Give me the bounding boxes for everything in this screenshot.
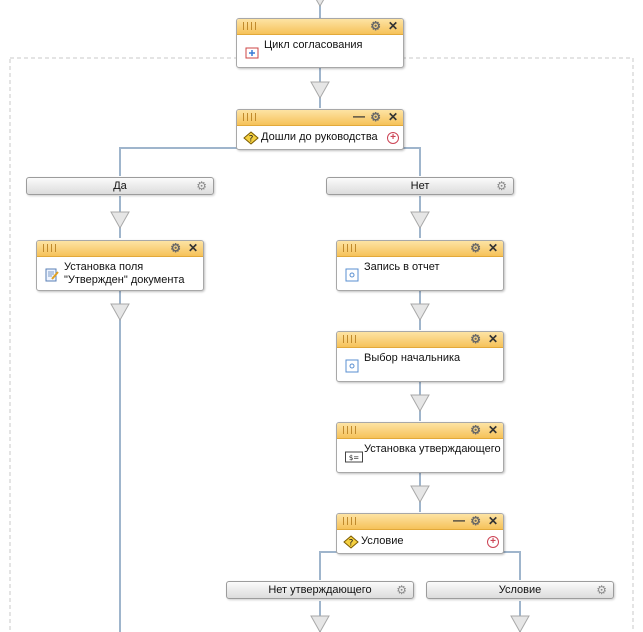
- action-icon: [345, 268, 359, 282]
- add-branch-icon[interactable]: +: [387, 132, 399, 144]
- gear-icon[interactable]: ⚙: [496, 179, 507, 193]
- block-set-field[interactable]: ⚙ ✕ Установка поля "Утвержден" документа: [36, 240, 204, 291]
- block-header[interactable]: ⚙ ✕: [337, 332, 503, 348]
- svg-text:$=: $=: [349, 454, 359, 462]
- arrow-marker: [110, 303, 130, 322]
- gear-icon[interactable]: ⚙: [470, 332, 481, 346]
- branch-no-approver[interactable]: Нет утверждающего ⚙: [226, 581, 414, 599]
- block-report-entry[interactable]: ⚙ ✕ Запись в отчет: [336, 240, 504, 291]
- gear-icon[interactable]: ⚙: [596, 583, 607, 597]
- arrow-marker: [310, 81, 330, 100]
- branch-no[interactable]: Нет ⚙: [326, 177, 514, 195]
- branch-label: Условие: [498, 584, 542, 596]
- arrow-marker: [410, 394, 430, 413]
- block-label: Дошли до руководства: [261, 131, 378, 143]
- block-label-line1: Установка поля: [64, 261, 144, 273]
- drag-grip-icon[interactable]: [243, 22, 259, 30]
- close-icon[interactable]: ✕: [487, 423, 498, 437]
- block-header[interactable]: — ⚙ ✕: [337, 513, 503, 530]
- block-label: Цикл согласования: [264, 39, 363, 51]
- drag-grip-icon[interactable]: [343, 426, 359, 434]
- minimize-icon[interactable]: —: [453, 513, 465, 527]
- set-variable-icon: $=: [345, 451, 363, 463]
- close-icon[interactable]: ✕: [487, 241, 498, 255]
- gear-icon[interactable]: ⚙: [370, 19, 381, 33]
- branch-label: Нет: [410, 180, 430, 192]
- drag-grip-icon[interactable]: [343, 335, 359, 343]
- gear-icon[interactable]: ⚙: [196, 179, 207, 193]
- block-condition[interactable]: — ⚙ ✕ ? Условие +: [336, 513, 504, 554]
- arrow-marker: [510, 615, 530, 632]
- arrow-marker: [410, 485, 430, 504]
- close-icon[interactable]: ✕: [387, 19, 398, 33]
- close-icon[interactable]: ✕: [187, 241, 198, 255]
- arrow-marker: [410, 211, 430, 230]
- svg-text:?: ?: [349, 539, 354, 549]
- block-header[interactable]: ⚙ ✕: [337, 241, 503, 257]
- condition-icon: ?: [343, 535, 359, 549]
- action-icon: [345, 359, 359, 373]
- arrow-marker: [110, 211, 130, 230]
- arrow-marker: [310, 615, 330, 632]
- block-label: Условие: [361, 535, 404, 547]
- block-label-line2: "Утвержден" документа: [64, 274, 185, 286]
- gear-icon[interactable]: ⚙: [470, 514, 481, 528]
- arrow-marker: [315, 0, 325, 7]
- block-header[interactable]: ⚙ ✕: [37, 241, 203, 257]
- edit-document-icon: [45, 268, 59, 282]
- gear-icon[interactable]: ⚙: [470, 423, 481, 437]
- branch-label: Нет утверждающего: [268, 584, 372, 596]
- block-label: Выбор начальника: [364, 352, 461, 364]
- block-set-approver[interactable]: ⚙ ✕ $= Установка утверждающего: [336, 422, 504, 473]
- gear-icon[interactable]: ⚙: [170, 241, 181, 255]
- block-header[interactable]: ⚙ ✕: [237, 19, 403, 35]
- drag-grip-icon[interactable]: [43, 244, 59, 252]
- drag-grip-icon[interactable]: [343, 517, 359, 525]
- drag-grip-icon[interactable]: [243, 113, 259, 121]
- svg-text:?: ?: [249, 135, 254, 145]
- condition-icon: ?: [243, 131, 259, 145]
- branch-label: Да: [113, 180, 127, 192]
- block-header[interactable]: ⚙ ✕: [337, 423, 503, 439]
- close-icon[interactable]: ✕: [487, 514, 498, 528]
- gear-icon[interactable]: ⚙: [370, 110, 381, 124]
- block-header[interactable]: — ⚙ ✕: [237, 109, 403, 126]
- block-reached-management[interactable]: — ⚙ ✕ ? Дошли до руководства +: [236, 109, 404, 150]
- minimize-icon[interactable]: —: [353, 109, 365, 123]
- block-label: Запись в отчет: [364, 261, 440, 273]
- block-cycle[interactable]: ⚙ ✕ Цикл согласования: [236, 18, 404, 68]
- add-branch-icon[interactable]: +: [487, 536, 499, 548]
- block-label: Установка утверждающего: [364, 443, 501, 455]
- block-select-boss[interactable]: ⚙ ✕ Выбор начальника: [336, 331, 504, 382]
- branch-yes[interactable]: Да ⚙: [26, 177, 214, 195]
- close-icon[interactable]: ✕: [487, 332, 498, 346]
- branch-condition[interactable]: Условие ⚙: [426, 581, 614, 599]
- gear-icon[interactable]: ⚙: [396, 583, 407, 597]
- cycle-icon: [245, 47, 259, 59]
- gear-icon[interactable]: ⚙: [470, 241, 481, 255]
- close-icon[interactable]: ✕: [387, 110, 398, 124]
- drag-grip-icon[interactable]: [343, 244, 359, 252]
- arrow-marker: [410, 303, 430, 322]
